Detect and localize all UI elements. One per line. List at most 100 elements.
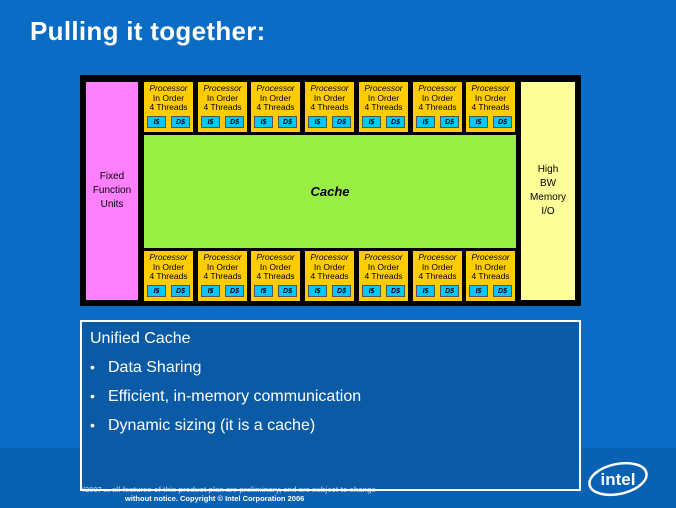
processor-order-label: In Order: [313, 261, 346, 272]
data-cache-box: D$: [225, 116, 244, 128]
processor-order-label: In Order: [421, 92, 454, 103]
processor-threads-label: 4 Threads: [149, 102, 188, 112]
processor-threads-label: 4 Threads: [310, 102, 349, 112]
processor-order-label: In Order: [474, 261, 507, 272]
processor-order-label: In Order: [367, 261, 400, 272]
data-cache-box: D$: [386, 285, 405, 297]
fixed-line-2: Function: [92, 185, 132, 196]
instruction-cache-box: I$: [469, 116, 488, 128]
instruction-cache-box: I$: [362, 285, 381, 297]
instruction-cache-box: I$: [201, 116, 220, 128]
mem-line-1: High: [537, 164, 559, 175]
processor-threads-label: 4 Threads: [203, 271, 242, 281]
fixed-function-units-block: Fixed Function Units: [86, 82, 138, 300]
mem-line-2: BW: [539, 178, 557, 189]
footer-line-1: */2007 ... all features of this product …: [80, 485, 376, 494]
processor-label: Processor: [256, 252, 295, 262]
unified-cache-heading: Unified Cache: [90, 330, 191, 347]
data-cache-box: D$: [440, 285, 459, 297]
processor-threads-label: 4 Threads: [364, 102, 403, 112]
architecture-diagram: Fixed Function Units Cache High BW Memor…: [80, 75, 581, 306]
processor-threads-label: 4 Threads: [256, 102, 295, 112]
processor-label: Processor: [364, 252, 403, 262]
processor-order-label: In Order: [313, 92, 346, 103]
processor-label: Processor: [418, 252, 457, 262]
data-cache-box: D$: [493, 285, 512, 297]
processor-label: Processor: [149, 83, 188, 93]
instruction-cache-box: I$: [308, 285, 327, 297]
data-cache-box: D$: [225, 285, 244, 297]
processor-order-label: In Order: [206, 92, 239, 103]
memory-io-block: High BW Memory I/O: [521, 82, 575, 300]
processor-threads-label: 4 Threads: [203, 102, 242, 112]
fixed-line-1: Fixed: [99, 171, 125, 182]
instruction-cache-box: I$: [362, 116, 381, 128]
instruction-cache-box: I$: [308, 116, 327, 128]
processor-threads-label: 4 Threads: [418, 102, 457, 112]
unified-cache-bullets: • Data Sharing • Efficient, in-memory co…: [90, 359, 361, 446]
data-cache-box: D$: [332, 285, 351, 297]
processor-order-label: In Order: [152, 92, 185, 103]
processor-threads-label: 4 Threads: [364, 271, 403, 281]
processor-label: Processor: [203, 83, 242, 93]
instruction-cache-box: I$: [416, 285, 435, 297]
processor-order-label: In Order: [259, 92, 292, 103]
mem-line-4: I/O: [541, 206, 555, 217]
data-cache-box: D$: [386, 116, 405, 128]
processor-label: Processor: [418, 83, 457, 93]
processor-order-label: In Order: [421, 261, 454, 272]
bullet-dot-icon: •: [90, 359, 95, 375]
data-cache-box: D$: [493, 116, 512, 128]
data-cache-box: D$: [278, 116, 297, 128]
copyright-footer: */2007 ... all features of this product …: [80, 485, 500, 503]
footer-line-2: without notice. Copyright © Intel Corpor…: [125, 494, 305, 503]
bullet-dot-icon: •: [90, 388, 95, 404]
processor-label: Processor: [256, 83, 295, 93]
processor-threads-label: 4 Threads: [471, 102, 510, 112]
svg-text:intel: intel: [601, 470, 636, 489]
processor-threads-label: 4 Threads: [256, 271, 295, 281]
mem-line-3: Memory: [529, 192, 567, 203]
instruction-cache-box: I$: [201, 285, 220, 297]
instruction-cache-box: I$: [147, 285, 166, 297]
fixed-line-3: Units: [100, 199, 124, 210]
data-cache-box: D$: [171, 285, 190, 297]
instruction-cache-box: I$: [254, 285, 273, 297]
data-cache-box: D$: [332, 116, 351, 128]
instruction-cache-box: I$: [469, 285, 488, 297]
processor-order-label: In Order: [259, 261, 292, 272]
bullet-dot-icon: •: [90, 417, 95, 433]
bullet-text: Dynamic sizing (it is a cache): [108, 417, 316, 434]
bullet-item: • Efficient, in-memory communication: [90, 388, 361, 417]
processor-label: Processor: [471, 83, 510, 93]
instruction-cache-box: I$: [147, 116, 166, 128]
bullet-item: • Data Sharing: [90, 359, 361, 388]
data-cache-box: D$: [440, 116, 459, 128]
bullet-item: • Dynamic sizing (it is a cache): [90, 417, 361, 446]
processor-label: Processor: [471, 252, 510, 262]
processor-threads-label: 4 Threads: [149, 271, 188, 281]
processor-order-label: In Order: [474, 92, 507, 103]
unified-cache-box: Unified Cache • Data Sharing • Efficient…: [80, 320, 581, 491]
processor-label: Processor: [310, 252, 349, 262]
intel-logo: intel: [588, 461, 648, 497]
data-cache-box: D$: [278, 285, 297, 297]
instruction-cache-box: I$: [416, 116, 435, 128]
processor-label: Processor: [203, 252, 242, 262]
bullet-text: Data Sharing: [108, 359, 202, 376]
processor-threads-label: 4 Threads: [471, 271, 510, 281]
processor-label: Processor: [364, 83, 403, 93]
